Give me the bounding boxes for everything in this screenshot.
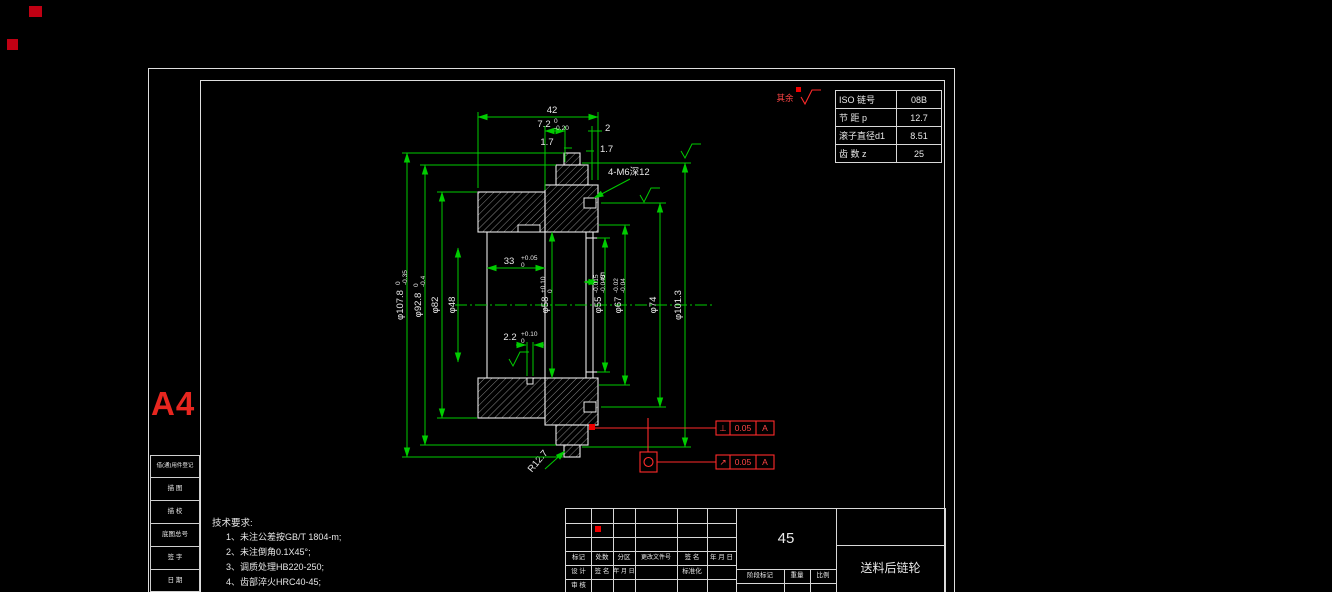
left-strip-cell: 描 校 (150, 500, 200, 524)
tech-requirement-line: 1、未注公差按GB/T 1804-m; (226, 532, 342, 542)
titleblock-label: 处数 (595, 554, 609, 561)
param-value: 25 (896, 144, 942, 163)
left-strip-cell: 借(通)用件登记 (150, 455, 200, 478)
sheet-size-label: A4 (151, 385, 196, 422)
titleblock-label: 设 计 (571, 568, 586, 575)
titleblock-label: 比例 (816, 572, 830, 579)
left-strip-cell: 日 期 (150, 569, 200, 592)
left-strip-cell: 底图总号 (150, 523, 200, 547)
material-label: 45 (777, 530, 795, 547)
param-label: 滚子直径d1 (835, 126, 897, 145)
corner-mark (7, 6, 42, 50)
param-value: 12.7 (896, 108, 942, 127)
tech-requirements-title: 技术要求: (212, 518, 253, 529)
tech-requirement-line: 2、未注倒角0.1X45°; (226, 547, 311, 557)
param-value: 08B (896, 90, 942, 109)
left-strip-cell: 描 图 (150, 477, 200, 501)
titleblock-label: 重量 (790, 572, 804, 579)
titleblock-label: 审 核 (571, 582, 586, 589)
tech-requirement-line: 4、齿部淬火HRC40-45; (226, 577, 322, 587)
sheet-outer-border (148, 68, 955, 592)
param-label: 齿 数 z (835, 144, 897, 163)
part-name: 送料后链轮 (860, 561, 921, 575)
titleblock-label: 年 月 日 (709, 554, 734, 561)
param-label: 节 距 p (835, 108, 897, 127)
title-block: 标记 处数 分区 更改文件号 签 名 年 月 日 设 计 签 名 年 月 日 标… (565, 508, 946, 592)
titleblock-label: 标准化 (682, 568, 702, 575)
titleblock-label: 签 名 (594, 568, 610, 575)
titleblock-label: 更改文件号 (640, 555, 671, 561)
sheet-inner-border (200, 80, 945, 592)
titleblock-label: 分区 (617, 554, 631, 561)
titleblock-label: 标记 (572, 554, 585, 561)
tech-requirement-line: 3、调质处理HB220-250; (226, 562, 325, 572)
left-strip-cell: 签 字 (150, 546, 200, 570)
param-value: 8.51 (896, 126, 942, 145)
titleblock-label: 阶段标记 (747, 572, 773, 579)
titleblock-label: 签 名 (684, 554, 700, 561)
titleblock-label: 年 月 日 (613, 569, 635, 575)
param-label: ISO 链号 (835, 90, 897, 109)
